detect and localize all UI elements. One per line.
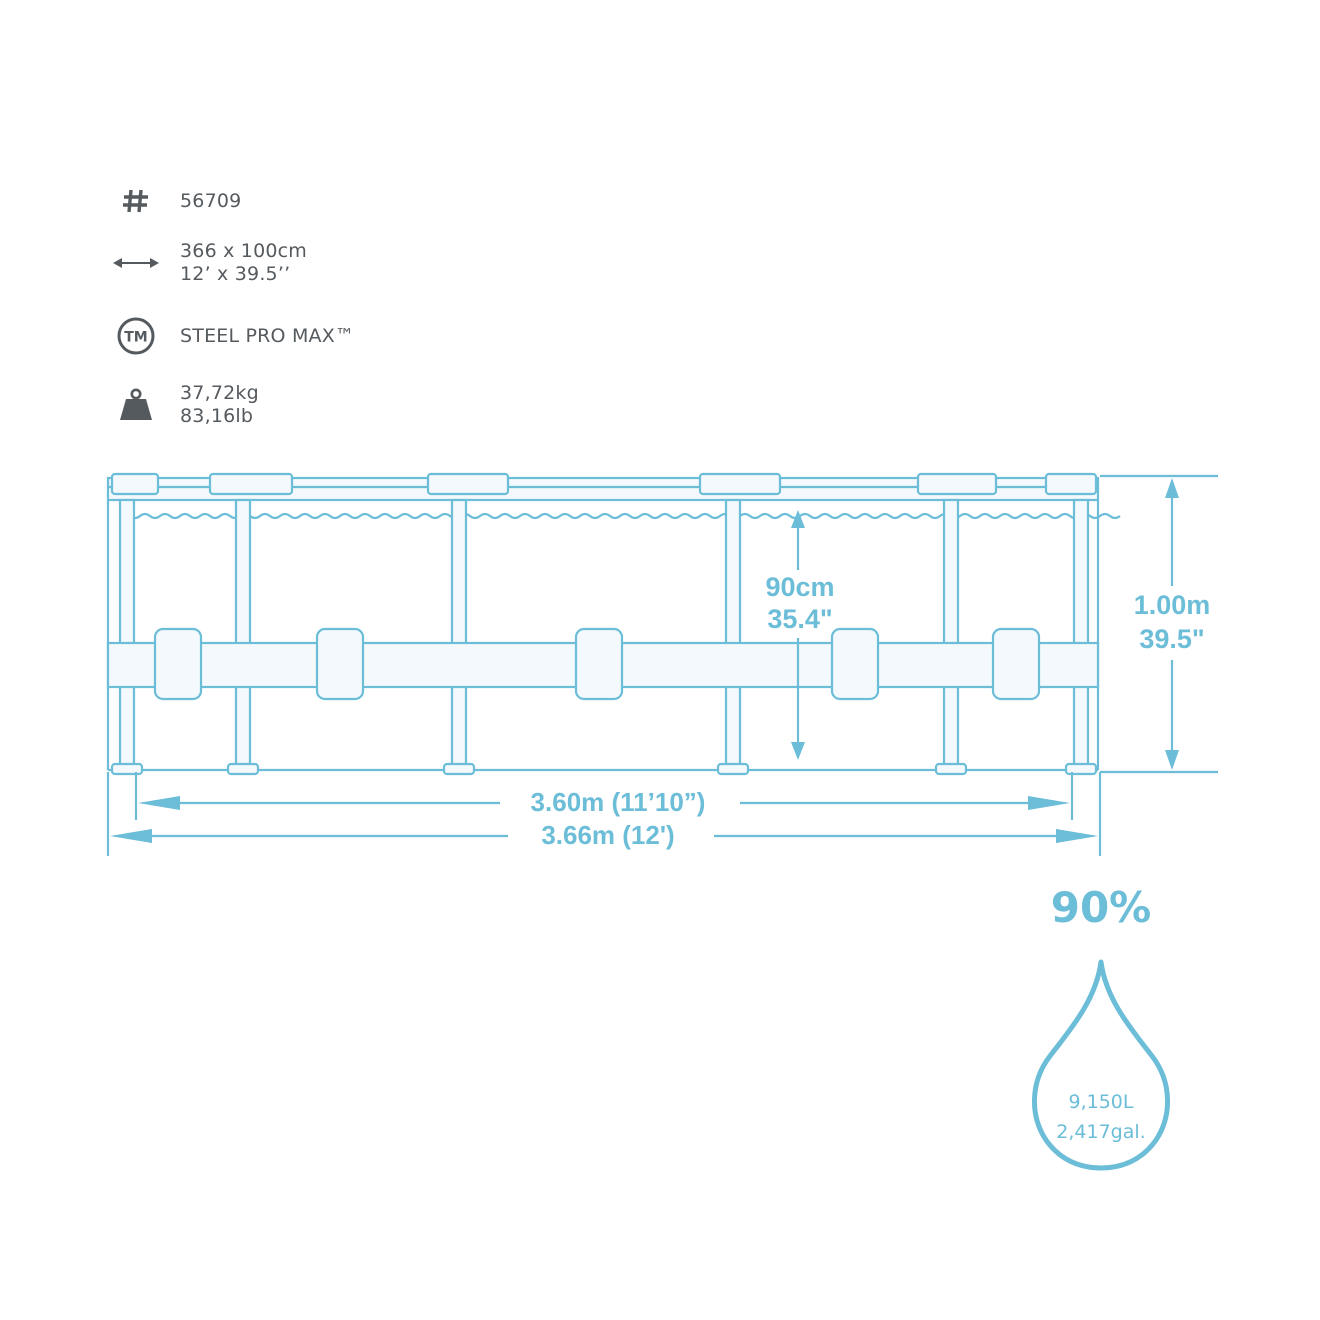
inner-width-arrow [134, 772, 1074, 820]
volume-gallons: 2,417gal. [1056, 1121, 1145, 1143]
fill-percent: 90% [1051, 883, 1152, 932]
hash-icon [110, 186, 162, 216]
svg-text:TM: TM [124, 330, 147, 346]
volume-liters: 9,150L [1069, 1091, 1134, 1113]
water-drop-icon [1032, 959, 1170, 1171]
spec-weight: 37,72kg 83,16lb [110, 382, 259, 428]
water-depth-arrow [791, 510, 805, 760]
frame-name: STEEL PRO MAX™ [180, 324, 355, 347]
weight-metric: 37,72kg [180, 382, 259, 404]
water-depth-metric: 90cm [765, 572, 834, 602]
trademark-circle-icon: TM [110, 316, 162, 356]
model-number: 56709 [180, 189, 242, 212]
double-arrow-icon [110, 256, 162, 270]
spec-frame: TM STEEL PRO MAX™ [110, 316, 354, 356]
water-depth-imperial: 35.4" [767, 604, 832, 634]
inner-width-label: 3.60m (11’10”) [531, 787, 706, 817]
outer-width-arrow [106, 772, 1102, 856]
pool-height-imperial: 39.5" [1139, 624, 1204, 654]
outer-width-label: 3.66m (12') [541, 820, 674, 850]
pool-frame [106, 472, 1121, 776]
spec-model: 56709 [110, 186, 241, 216]
size-imperial: 12’ x 39.5’’ [180, 263, 291, 285]
weight-icon [110, 388, 162, 422]
pool-height-metric: 1.00m [1134, 590, 1211, 620]
size-metric: 366 x 100cm [180, 240, 308, 262]
pool-height-arrow [1100, 474, 1218, 774]
weight-imperial: 83,16lb [180, 405, 254, 427]
spec-size: 366 x 100cm 12’ x 39.5’’ [110, 240, 307, 286]
